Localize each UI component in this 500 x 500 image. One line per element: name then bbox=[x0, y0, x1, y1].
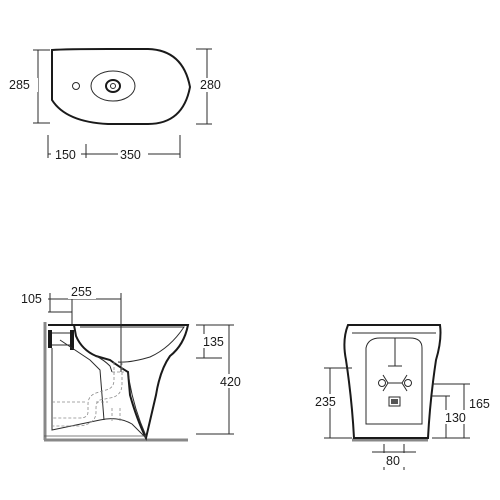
dim-235-label: 235 bbox=[315, 395, 336, 409]
bowl-basin-outline bbox=[90, 70, 136, 102]
side-drain-pipe bbox=[52, 362, 124, 427]
dim-135-label: 135 bbox=[203, 335, 224, 349]
dim-280-label: 280 bbox=[200, 78, 221, 92]
dim-285-label: 285 bbox=[9, 78, 30, 92]
drain-outer bbox=[105, 79, 121, 93]
dim-420-label: 420 bbox=[220, 375, 241, 389]
dim-350-label: 350 bbox=[120, 148, 141, 162]
dim-165-label: 165 bbox=[469, 397, 490, 411]
side-view: 105 255 135 420 bbox=[20, 285, 242, 442]
front-recess-outline bbox=[365, 337, 423, 425]
top-view-bowl-outline bbox=[51, 48, 192, 125]
front-fixing-bolts bbox=[378, 374, 412, 407]
dim-105-label: 105 bbox=[21, 292, 42, 306]
dim-135-420-line bbox=[196, 324, 234, 435]
dim-255-label: 255 bbox=[71, 285, 92, 299]
front-view: 235 165 130 80 bbox=[314, 324, 494, 470]
dim-150-label: 150 bbox=[55, 148, 76, 162]
side-bowl-inner bbox=[80, 326, 185, 363]
side-body-outline bbox=[72, 324, 190, 441]
dim-80-label: 80 bbox=[386, 454, 400, 468]
front-body-outline bbox=[343, 324, 442, 439]
drain-inner bbox=[110, 83, 116, 89]
top-view: 285 280 150 350 bbox=[8, 48, 228, 162]
dim-130-label: 130 bbox=[445, 411, 466, 425]
tap-hole bbox=[72, 82, 80, 90]
